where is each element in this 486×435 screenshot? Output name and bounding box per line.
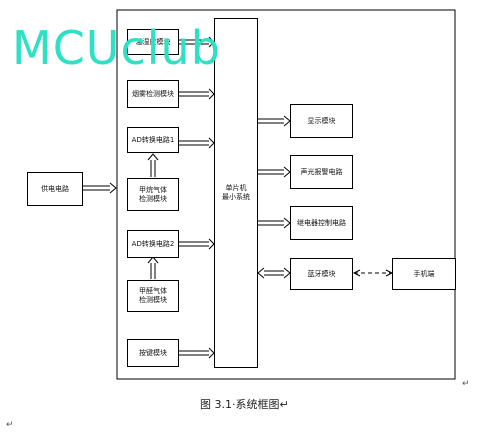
phone-terminal: 手机端: [392, 258, 456, 290]
methane-detection-module: 甲烷气体 检测模块: [127, 178, 179, 211]
ad-converter-1: AD转换电路1: [127, 127, 179, 153]
key-module: 按键模块: [127, 339, 179, 367]
arrow-ad2-to-mcu: [179, 238, 215, 250]
paragraph-mark-bottom: ↵: [6, 420, 14, 430]
paragraph-mark: ↵: [279, 398, 289, 411]
arrow-mcu-to-display: [258, 115, 291, 127]
ad-converter-2: AD转换电路2: [127, 230, 179, 258]
watermark-logo: MCUclub: [12, 21, 221, 75]
wireless-link-bluetooth-phone: [352, 269, 394, 277]
temp-humidity-module: 温湿度模块: [127, 29, 179, 55]
bluetooth-module: 蓝牙模块: [290, 258, 353, 290]
figure-caption: 图 3.1·系统框图↵: [200, 396, 289, 412]
formaldehyde-detection-module: 甲醛气体 检测模块: [127, 280, 179, 312]
caption-text: 图 3.1·系统框图: [200, 398, 280, 411]
arrow-ad1-to-mcu: [179, 137, 215, 149]
power-supply-circuit: 供电电路: [27, 172, 83, 206]
arrow-mcu-to-relay: [258, 217, 291, 229]
paragraph-mark-right: ↵: [462, 379, 470, 389]
arrow-power-to-system: [83, 182, 117, 194]
arrow-mcu-to-alarm: [258, 166, 291, 178]
mcu-minimum-system: 单片机 最小系统: [214, 18, 258, 368]
display-module: 显示模块: [290, 104, 353, 138]
arrow-formaldehyde-to-ad2: [147, 256, 159, 279]
outer-frame: [116, 9, 456, 380]
arrow-methane-to-ad1: [147, 153, 159, 177]
arrow-mcu-bluetooth-bidirectional: [257, 267, 291, 279]
arrow-keys-to-mcu: [179, 347, 215, 359]
arrow-smoke-to-mcu: [179, 88, 215, 100]
sound-light-alarm-circuit: 声光报警电路: [290, 155, 353, 189]
relay-control-circuit: 继电器控制电路: [290, 206, 353, 240]
smoke-detection-module: 烟雾检测模块: [127, 80, 179, 108]
